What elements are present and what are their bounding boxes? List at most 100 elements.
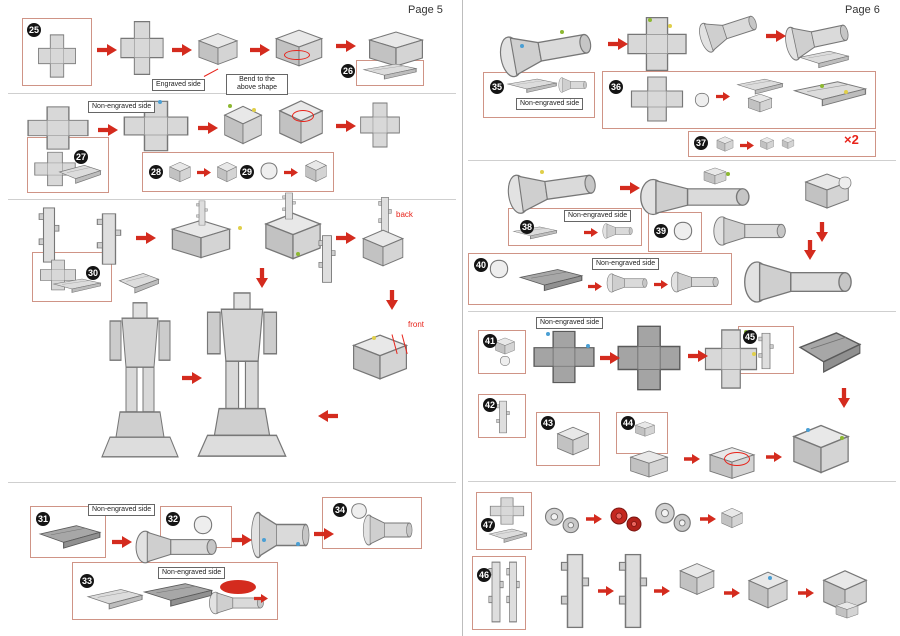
step-badge: 27	[74, 150, 88, 164]
step-badge: 38	[520, 220, 534, 234]
part-box	[742, 568, 794, 612]
part-flat-sheet	[52, 278, 102, 296]
part-flat-sheet	[118, 272, 160, 298]
tab-marker-dot	[252, 108, 256, 112]
part-robot-assembly	[196, 290, 288, 468]
step-badge: 33	[80, 574, 94, 588]
section-divider-line	[468, 311, 896, 312]
step-badge: 40	[474, 258, 488, 272]
part-flat-sheet	[86, 588, 144, 614]
part-thruster	[602, 222, 636, 240]
part-strip	[758, 332, 774, 370]
part-strip	[38, 206, 60, 264]
part-strip	[618, 552, 648, 630]
label-times-two: ×2	[844, 132, 859, 147]
part-ring	[836, 174, 854, 192]
step-box	[468, 253, 732, 305]
step-badge: 46	[477, 568, 491, 582]
tab-marker-dot	[158, 100, 162, 104]
arrow-right-icon	[654, 586, 670, 596]
part-strip	[282, 192, 296, 220]
tab-marker-dot	[768, 576, 772, 580]
part-box	[166, 160, 194, 184]
step-badge: 47	[481, 518, 495, 532]
highlight-oval	[724, 452, 750, 466]
part-flat-sheet	[614, 322, 684, 394]
step-badge: 34	[333, 503, 347, 517]
tab-marker-dot	[648, 18, 652, 22]
step-badge: 30	[86, 266, 100, 280]
step-box	[688, 131, 876, 157]
arrow-right-icon	[600, 352, 620, 364]
arrow-right-icon	[172, 44, 192, 56]
part-strip	[196, 200, 208, 226]
step-box	[72, 562, 278, 620]
step-badge: 25	[27, 23, 41, 37]
arrow-right-icon	[700, 514, 716, 524]
part-robot-assembly	[100, 300, 180, 468]
part-box	[302, 158, 330, 184]
part-flat-sheet	[530, 328, 598, 386]
tab-marker-dot	[840, 436, 844, 440]
step-badge: 45	[743, 330, 757, 344]
part-gear-red	[606, 502, 646, 538]
step-badge: 42	[483, 398, 497, 412]
step-box	[536, 412, 600, 466]
label-non-engraved-side: Non-engraved side	[536, 317, 604, 330]
part-flat-sheet	[628, 74, 686, 124]
arrow-right-icon	[724, 588, 740, 598]
tab-marker-dot	[546, 332, 550, 336]
arrow-right-icon	[740, 141, 754, 150]
label-non-engraved-side: Non-engraved side	[158, 567, 226, 580]
arrow-right-icon	[112, 536, 132, 548]
label-non-engraved-side: Non-engraved side	[88, 101, 156, 114]
arrow-right-icon	[314, 528, 334, 540]
arrow-right-icon	[766, 30, 786, 42]
step-badge: 35	[490, 80, 504, 94]
arrow-right-icon	[284, 168, 298, 177]
step-box	[648, 212, 702, 252]
arrow-right-icon	[688, 350, 708, 362]
step-box	[32, 252, 112, 302]
step-box	[476, 492, 532, 550]
part-ring	[498, 354, 512, 368]
tab-marker-dot	[296, 252, 300, 256]
tab-marker-dot	[844, 90, 848, 94]
part-ring	[486, 256, 512, 282]
part-strip	[96, 212, 122, 266]
arrow-right-icon	[232, 534, 252, 546]
step-box	[483, 72, 595, 118]
part-thruster	[250, 508, 316, 562]
part-flat-sheet	[518, 268, 584, 296]
part-box	[780, 136, 796, 150]
part-box	[632, 420, 658, 438]
label-non-engraved-side: Non-engraved side	[564, 210, 632, 223]
part-flat-sheet	[362, 63, 418, 83]
part-flat-sheet	[792, 80, 868, 112]
tab-marker-dot	[726, 172, 730, 176]
arrow-right-icon	[684, 454, 700, 464]
part-ring	[257, 159, 281, 183]
part-gear	[650, 496, 696, 540]
leader-line	[203, 68, 219, 77]
part-box	[552, 424, 594, 458]
part-box	[272, 96, 330, 148]
step-box	[22, 18, 92, 86]
page-divider-line	[462, 0, 463, 636]
tab-marker-dot	[806, 428, 810, 432]
step-badge: 39	[654, 224, 668, 238]
part-flat-sheet	[798, 50, 850, 72]
part-ring	[670, 218, 696, 244]
part-flat-sheet	[38, 524, 102, 554]
part-strip	[560, 552, 590, 630]
section-divider-line	[468, 481, 896, 482]
part-flat-sheet	[142, 582, 214, 612]
section-divider-line	[8, 482, 456, 483]
part-thruster	[742, 258, 864, 306]
arrow-right-icon	[97, 44, 117, 56]
part-box	[674, 560, 720, 598]
tab-marker-dot	[262, 538, 266, 542]
highlight-oval	[284, 50, 310, 60]
part-flat-sheet	[118, 18, 166, 78]
